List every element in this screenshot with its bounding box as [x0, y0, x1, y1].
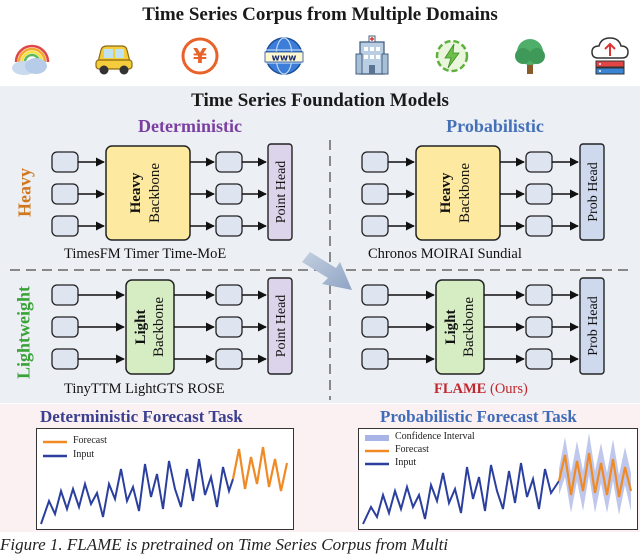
flame-label: FLAME	[434, 381, 487, 397]
legend-input-label: Input	[73, 449, 95, 460]
cloud-upload-icon	[591, 37, 629, 75]
car-icon	[95, 45, 133, 75]
input-token	[51, 183, 79, 205]
legend-forecast-label: Forecast	[395, 444, 429, 455]
deterministic-label: Deterministic	[138, 116, 242, 136]
backbone-text-1: Heavy	[128, 172, 144, 213]
heavy-backbone-box	[415, 145, 501, 241]
input-token	[51, 151, 79, 173]
ours-label: (Ours)	[486, 381, 528, 397]
probabilistic-task-title: Probabilistic Forecast Task	[380, 407, 577, 426]
energy-icon	[435, 39, 469, 73]
tree-icon	[515, 39, 545, 74]
backbone-text-2: Backbone	[147, 163, 163, 223]
det-heavy-block	[51, 143, 293, 241]
probabilistic-label: Probabilistic	[446, 116, 544, 136]
legend-forecast-label: Forecast	[73, 435, 107, 446]
transition-arrow	[302, 252, 352, 290]
svg-text:¥: ¥	[193, 44, 207, 68]
corpus-title: Time Series Corpus from Multiple Domains	[142, 4, 498, 25]
svg-text:www: www	[272, 54, 297, 64]
backbone-text-2: Backbone	[151, 297, 167, 357]
yen-icon: ¥	[181, 37, 219, 75]
domain-icons-row: ¥ www	[0, 32, 640, 84]
models-title: Time Series Foundation Models	[191, 90, 449, 111]
backbone-text-1: Heavy	[438, 172, 454, 213]
deterministic-plot: Forecast Input	[36, 428, 294, 530]
prob-heavy-model-names: Chronos MOIRAI Sundial	[368, 246, 522, 262]
legend-input-label: Input	[395, 457, 417, 468]
legend-ci-label: Confidence Interval	[395, 431, 475, 442]
confidence-interval-band	[559, 433, 631, 515]
point-head-text: Point Head	[274, 161, 289, 224]
point-head-box	[267, 143, 293, 241]
backbone-text-1: Light	[133, 309, 149, 344]
backbone-text-2: Backbone	[461, 297, 477, 357]
probabilistic-plot: Confidence Interval Forecast Input	[358, 428, 638, 530]
input-token	[51, 215, 79, 237]
heavy-backbone-box	[105, 145, 191, 241]
figure-caption: Figure 1. FLAME is pretrained on Time Se…	[0, 535, 449, 554]
flame-block	[361, 277, 605, 375]
prob-heavy-block	[361, 143, 605, 241]
prob-head-text: Prob Head	[586, 296, 601, 356]
point-head-box	[267, 277, 293, 375]
prob-input-series	[362, 462, 560, 525]
point-head-text: Point Head	[274, 295, 289, 358]
deterministic-task-title: Deterministic Forecast Task	[40, 407, 243, 426]
prob-head-box	[579, 143, 605, 241]
det-light-block	[51, 277, 293, 375]
prob-head-text: Prob Head	[586, 162, 601, 222]
det-forecast-series	[231, 446, 289, 492]
backbone-text-1: Light	[443, 309, 459, 344]
backbone-text-2: Backbone	[457, 163, 473, 223]
prob-head-box	[579, 277, 605, 375]
hospital-icon	[355, 35, 389, 75]
www-globe-icon: www	[264, 37, 304, 75]
det-heavy-model-names: TimesFM Timer Time-MoE	[64, 246, 227, 262]
det-input-series	[40, 458, 234, 525]
prob-forecast-series	[557, 452, 633, 498]
det-light-model-names: TinyTTM LightGTS ROSE	[64, 381, 225, 397]
flame-model-name: FLAME (Ours)	[434, 381, 528, 398]
weather-icon	[12, 44, 50, 75]
